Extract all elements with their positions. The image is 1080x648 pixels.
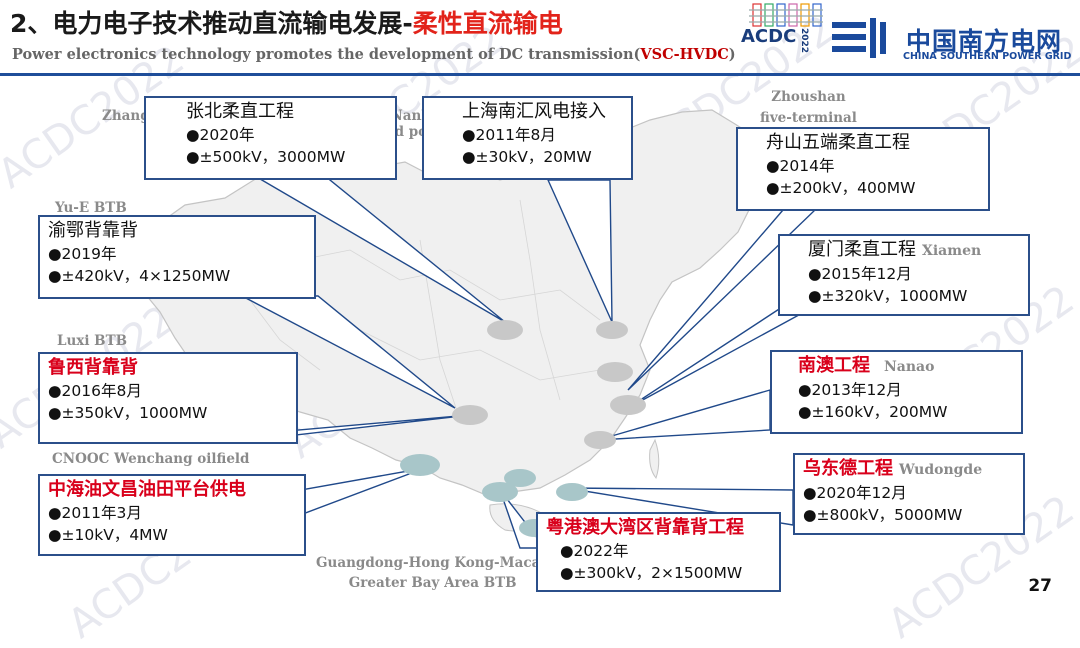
project-name: 中海油文昌油田平台供电 — [48, 479, 246, 500]
subtitle-prefix: Power electronics technology promotes th… — [12, 46, 641, 63]
project-year: ●2011年8月 — [462, 126, 556, 144]
project-year: ●2014年 — [766, 157, 835, 175]
page-number: 27 — [1028, 576, 1052, 596]
project-card: 粤港澳大湾区背靠背工程 ●2022年 ●±300kV，2×1500MW — [536, 512, 781, 592]
project-spec: ●±160kV，200MW — [798, 403, 948, 421]
project-spec: ●±300kV，2×1500MW — [560, 564, 743, 582]
project-name: 鲁西背靠背 — [48, 357, 138, 378]
acdc-logo — [743, 2, 825, 70]
title-highlight: 柔性直流输电 — [412, 9, 563, 38]
project-name: 上海南汇风电接入 — [462, 101, 606, 122]
header-divider — [0, 73, 1080, 76]
project-spec: ●±10kV，4MW — [48, 526, 168, 544]
project-name: 张北柔直工程 — [186, 101, 294, 122]
label-zhoushan-en-line1: Zhoushan — [771, 89, 846, 105]
marker-yue — [452, 405, 488, 425]
project-card: 中海油文昌油田平台供电 ●2011年3月 ●±10kV，4MW — [38, 474, 306, 556]
project-spec: ●±320kV，1000MW — [808, 287, 968, 305]
company-name-cn: 中国南方电网 — [906, 27, 1063, 56]
label-luxi-en: Luxi BTB — [57, 333, 128, 349]
label-wenchang-en: CNOOC Wenchang oilfield — [52, 451, 250, 467]
marker-zhoushan — [597, 362, 633, 382]
marker-nanao — [584, 431, 616, 449]
label-zhoushan-en-line2: five-terminal — [760, 110, 857, 126]
project-year: ●2013年12月 — [798, 381, 902, 399]
marker-wudongde — [482, 482, 518, 502]
project-name: 南澳工程 — [798, 355, 870, 376]
label-zhoushan-en: Zhoushan five-terminal — [760, 87, 857, 129]
csg-logo-icon — [832, 14, 892, 66]
acdc-logo-graphic — [749, 3, 823, 27]
subtitle-highlight: VSC-HVDC — [640, 46, 729, 63]
page-title: 2、电力电子技术推动直流输电发展-柔性直流输电 — [10, 4, 563, 40]
project-card: 厦门柔直工程 Xiamen ●2015年12月 ●±320kV，1000MW — [778, 234, 1030, 316]
project-card: 乌东德工程 Wudongde ●2020年12月 ●±800kV，5000MW — [793, 453, 1025, 535]
csg-emblem-icon — [832, 18, 886, 58]
page-subtitle: Power electronics technology promotes th… — [12, 46, 736, 63]
taiwan-island — [649, 438, 660, 480]
company-name-en: CHINA SOUTHERN POWER GRID — [903, 51, 1072, 62]
project-card: 南澳工程 Nanao ●2013年12月 ●±160kV，200MW — [770, 350, 1023, 434]
project-year: ●2022年 — [560, 542, 629, 560]
project-card: 鲁西背靠背 ●2016年8月 ●±350kV，1000MW — [38, 352, 298, 444]
acdc-logo-year: 2022 — [799, 28, 809, 54]
china-map — [137, 109, 831, 549]
marker-nanhui — [596, 321, 628, 339]
label-yue-en: Yu-E BTB — [55, 200, 127, 216]
project-name: 厦门柔直工程 — [808, 239, 916, 260]
project-spec: ●±420kV，4×1250MW — [48, 267, 231, 285]
label-gba-en-line2: Greater Bay Area BTB — [348, 575, 517, 591]
label-nanao-en: Nanao — [884, 359, 935, 375]
acdc-logo-text: ACDC — [741, 26, 797, 47]
project-card: 张北柔直工程 ●2020年 ●±500kV，3000MW — [144, 96, 397, 180]
project-spec: ●±200kV，400MW — [766, 179, 916, 197]
project-name: 粤港澳大湾区背靠背工程 — [546, 517, 744, 538]
project-year: ●2020年 — [186, 126, 255, 144]
marker-xiamen — [610, 395, 646, 415]
label-xiamen-en: Xiamen — [922, 243, 982, 259]
label-wudongde-en: Wudongde — [899, 462, 983, 478]
marker-luxi — [400, 454, 440, 476]
label-gba-en: Guangdong-Hong Kong-Macao Greater Bay Ar… — [316, 553, 549, 593]
project-spec: ●±800kV，5000MW — [803, 506, 963, 524]
project-card: 渝鄂背靠背 ●2019年 ●±420kV，4×1250MW — [38, 215, 316, 299]
marker-gba-2 — [556, 483, 588, 501]
project-name: 渝鄂背靠背 — [48, 220, 138, 241]
project-year: ●2019年 — [48, 245, 117, 263]
marker-zhangbei — [487, 320, 523, 340]
subtitle-suffix: ) — [728, 46, 736, 63]
label-gba-en-line1: Guangdong-Hong Kong-Macao — [316, 555, 550, 571]
project-card: 舟山五端柔直工程 ●2014年 ●±200kV，400MW — [736, 127, 990, 211]
project-card: 上海南汇风电接入 ●2011年8月 ●±30kV，20MW — [422, 96, 633, 180]
connector-lines — [149, 175, 831, 549]
project-spec: ●±500kV，3000MW — [186, 148, 346, 166]
project-year: ●2011年3月 — [48, 504, 142, 522]
project-year: ●2015年12月 — [808, 265, 912, 283]
title-prefix: 2、电力电子技术推动直流输电发展- — [10, 9, 413, 38]
marker-gba — [504, 469, 536, 487]
project-year: ●2020年12月 — [803, 484, 907, 502]
project-spec: ●±350kV，1000MW — [48, 404, 208, 422]
project-name: 乌东德工程 — [803, 458, 893, 479]
project-spec: ●±30kV，20MW — [462, 148, 592, 166]
project-markers — [400, 320, 646, 537]
project-year: ●2016年8月 — [48, 382, 142, 400]
project-name: 舟山五端柔直工程 — [766, 132, 910, 153]
